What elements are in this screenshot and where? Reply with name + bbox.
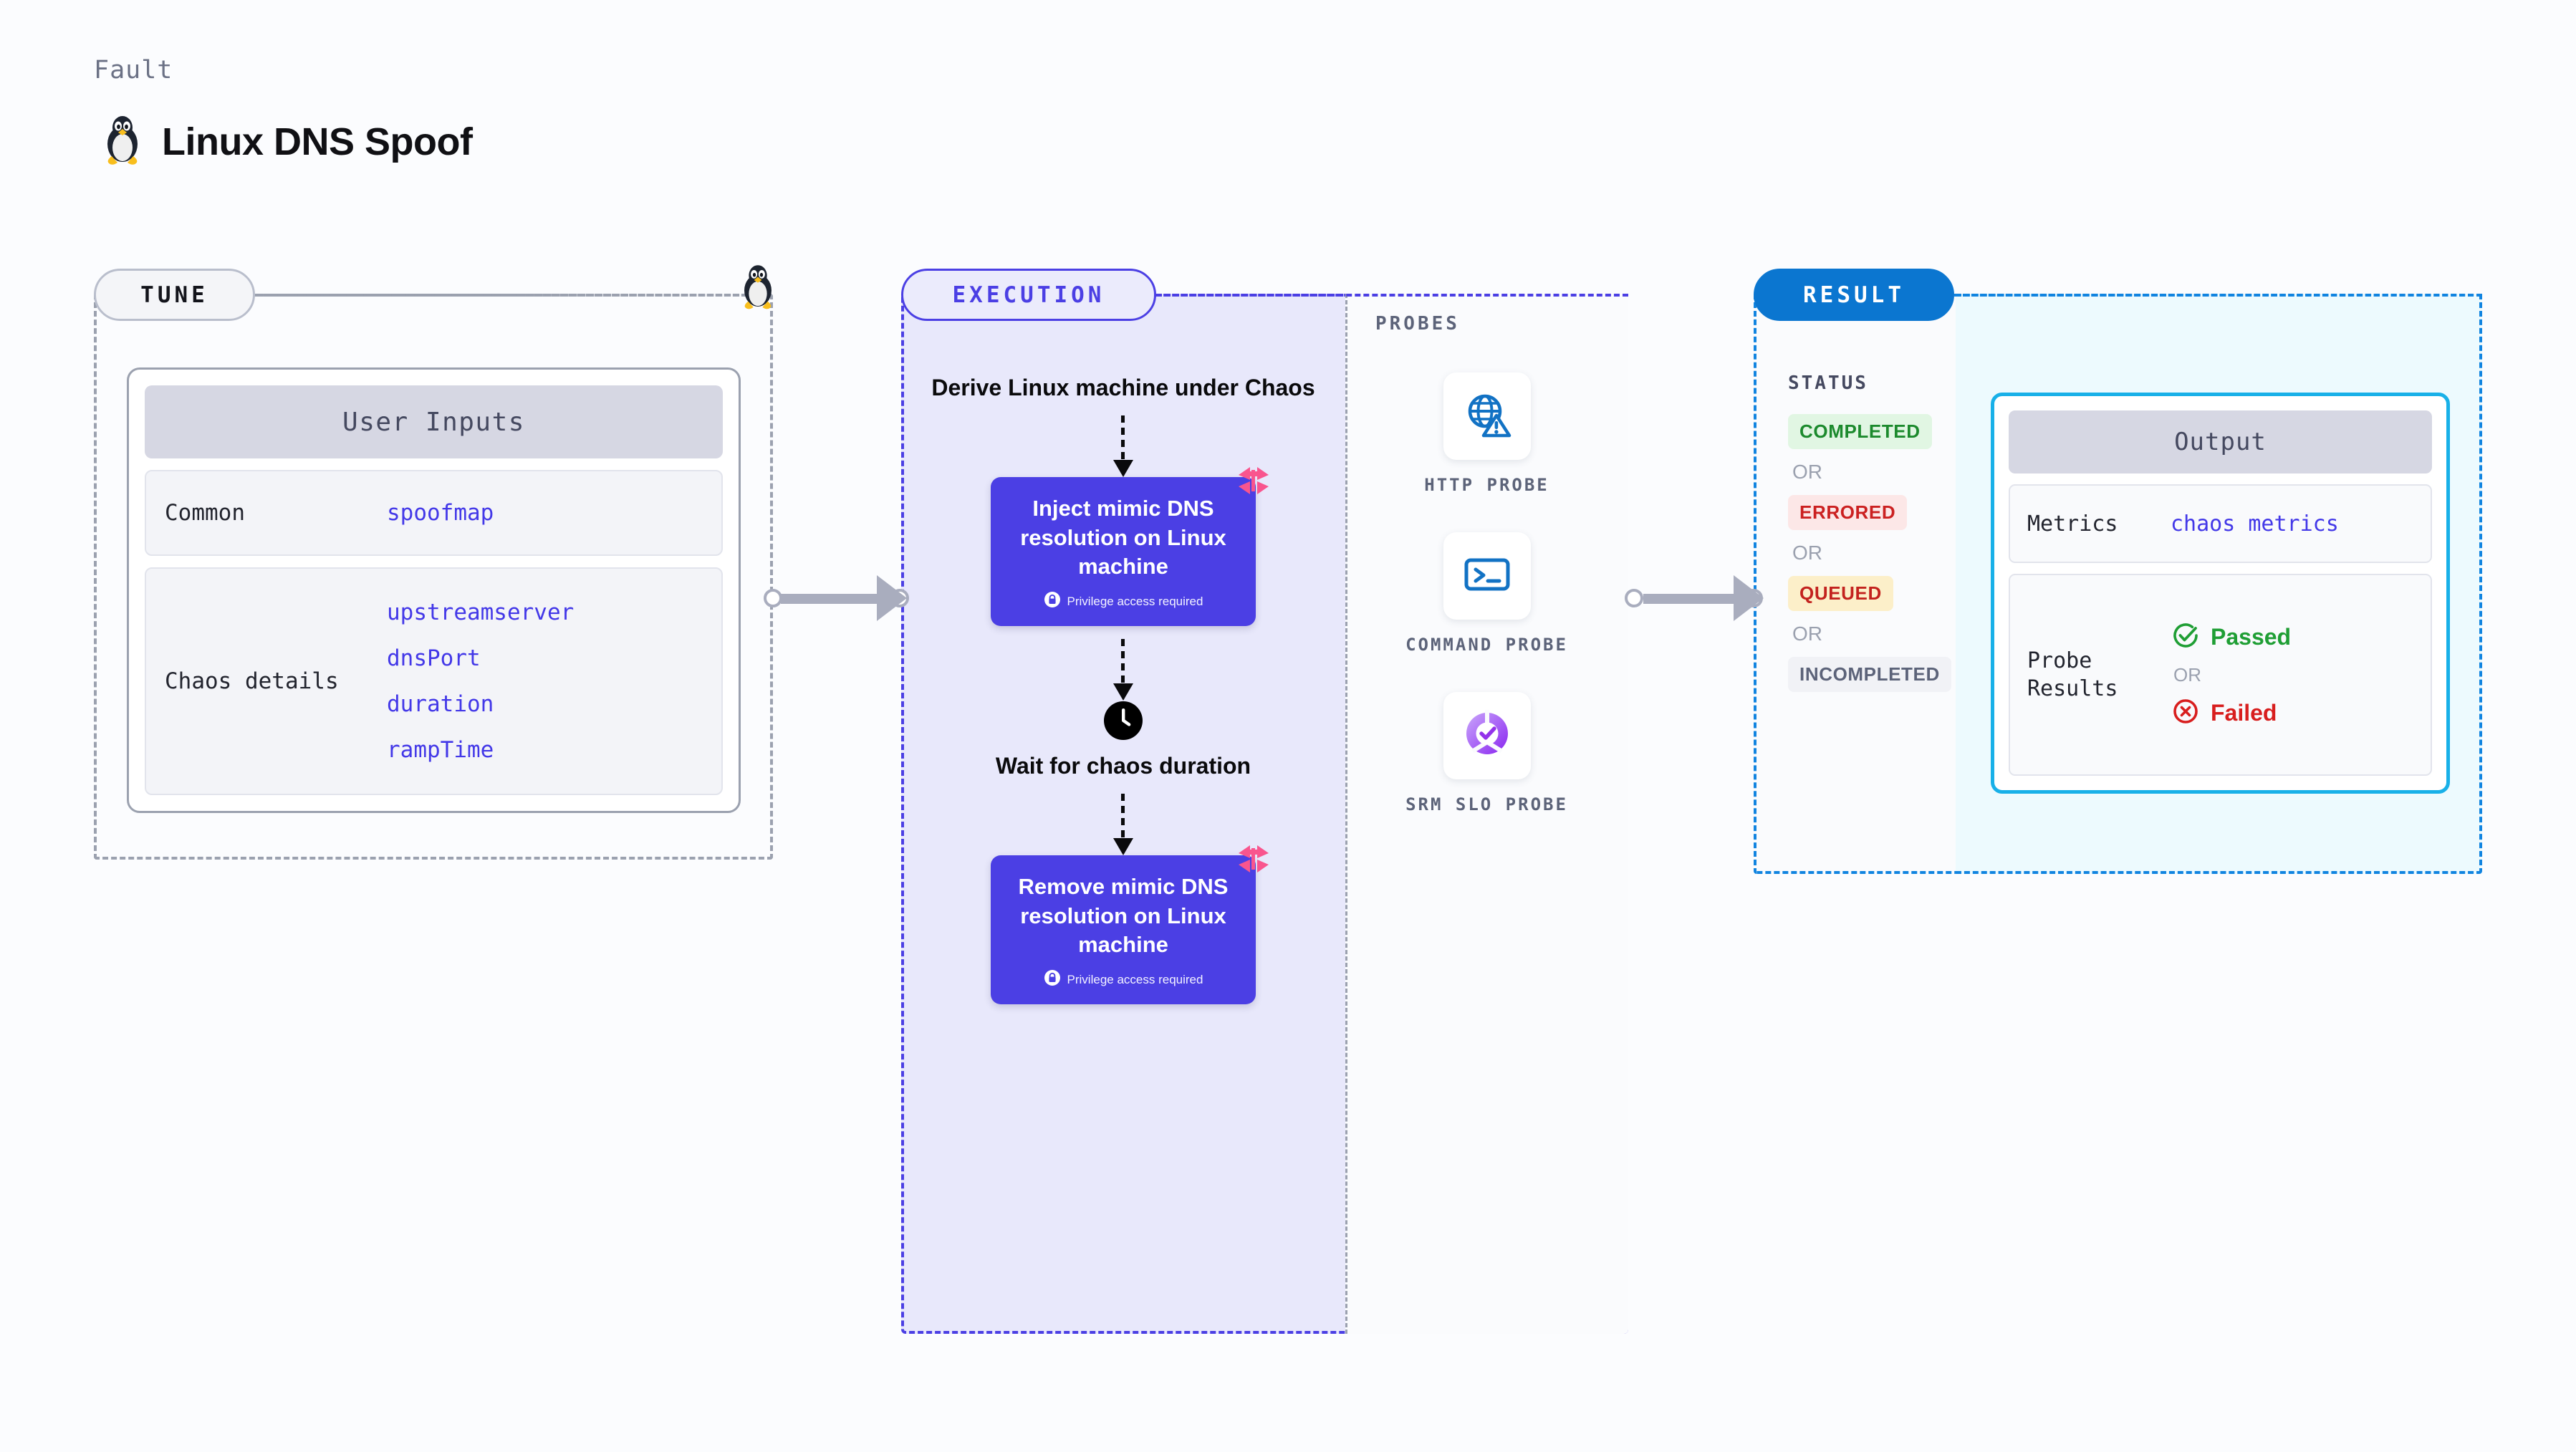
tune-value[interactable]: duration [387, 691, 494, 717]
status-badge-queued: QUEUED [1788, 576, 1893, 611]
probe-label: SRM SLO PROBE [1405, 794, 1568, 814]
execution-leader-line [1156, 294, 1628, 297]
probe-result-failed-label: Failed [2211, 699, 2277, 726]
probe-label: COMMAND PROBE [1405, 634, 1568, 655]
page-title: Linux DNS Spoof [162, 120, 473, 163]
flow-arrow-down [1113, 794, 1133, 856]
tune-row-chaos-details: Chaos details upstreamserver dnsPort dur… [145, 567, 723, 795]
probes-list: HTTP PROBE COMMAND PROBE [1345, 372, 1628, 817]
lock-icon [1044, 591, 1061, 612]
lock-icon [1044, 969, 1061, 990]
linux-penguin-icon [100, 115, 145, 168]
tune-row-values: upstreamserver dnsPort duration rampTime [387, 600, 574, 763]
check-circle-icon [2171, 620, 2201, 654]
execution-step-remove-card[interactable]: Remove mimic DNS resolution on Linux mac… [991, 845, 1269, 1005]
status-label: STATUS [1788, 372, 1868, 394]
user-inputs-card: User Inputs Common spoofmap Chaos detail… [127, 367, 741, 813]
status-or: OR [1792, 622, 1822, 645]
tune-row-common: Common spoofmap [145, 470, 723, 556]
tune-value[interactable]: spoofmap [387, 500, 494, 526]
execution-step-inject-card[interactable]: Inject mimic DNS resolution on Linux mac… [991, 467, 1269, 627]
probe-tile [1443, 372, 1531, 460]
privilege-note: Privilege access required [1067, 972, 1203, 986]
probe-item-http[interactable]: HTTP PROBE [1424, 372, 1549, 498]
execution-card-subtitle: Privilege access required [1006, 591, 1240, 612]
execution-step-derive: Derive Linux machine under Chaos [931, 375, 1315, 400]
output-metrics-value[interactable]: chaos metrics [2171, 511, 2339, 537]
probe-result-passed: Passed [2171, 620, 2291, 654]
status-or: OR [1792, 461, 1822, 483]
user-inputs-title: User Inputs [145, 385, 723, 458]
clock-icon [1103, 701, 1143, 741]
linux-penguin-marker-icon [738, 264, 778, 313]
tune-pill: TUNE [94, 269, 255, 321]
x-circle-icon [2171, 696, 2201, 730]
harness-logo-badge-icon [1236, 463, 1272, 502]
status-list: COMPLETED OR ERRORED OR QUEUED OR INCOMP… [1788, 414, 1951, 692]
flow-arrow-down [1113, 639, 1133, 701]
tune-row-key: Chaos details [165, 668, 339, 694]
tune-leader-line [255, 294, 756, 297]
probe-result-failed: Failed [2171, 696, 2291, 730]
tune-value[interactable]: rampTime [387, 737, 494, 763]
probe-result-or: OR [2173, 663, 2201, 686]
probe-item-srm-slo[interactable]: SRM SLO PROBE [1405, 691, 1568, 817]
status-badge-errored: ERRORED [1788, 495, 1908, 530]
status-badge-completed: COMPLETED [1788, 414, 1932, 449]
probe-tile [1443, 532, 1531, 620]
probe-item-command[interactable]: COMMAND PROBE [1405, 532, 1568, 658]
tune-row-key: Common [165, 499, 245, 526]
result-pill: RESULT [1754, 269, 1954, 321]
privilege-note: Privilege access required [1067, 594, 1203, 608]
execution-card-title: Inject mimic DNS resolution on Linux mac… [1020, 496, 1226, 579]
connector-tune-to-execution [771, 573, 914, 623]
probes-label: PROBES [1375, 313, 1460, 335]
page-eyebrow: Fault [94, 56, 173, 85]
connector-knob [1625, 589, 1643, 607]
output-row-key: Metrics [2027, 511, 2118, 537]
output-row-key: Probe Results [2027, 648, 2118, 701]
probe-result-options: Passed OR Failed [2171, 620, 2291, 730]
status-badge-incompleted: INCOMPLETED [1788, 657, 1951, 692]
output-title: Output [2009, 410, 2432, 473]
slo-donut-check-icon [1460, 706, 1514, 764]
flow-arrow-down [1113, 415, 1133, 478]
output-card: Output Metrics chaos metrics Probe Resul… [1991, 393, 2450, 794]
tune-value[interactable]: dnsPort [387, 645, 481, 671]
execution-step-wait: Wait for chaos duration [995, 753, 1251, 779]
probes-region [1345, 294, 1628, 1334]
result-leader-line [1954, 294, 2482, 297]
tune-value[interactable]: upstreamserver [387, 600, 575, 625]
execution-card-subtitle: Privilege access required [1006, 969, 1240, 990]
connector-knob [764, 589, 782, 607]
connector-execution-to-result [1633, 573, 1769, 623]
probe-label: HTTP PROBE [1424, 475, 1549, 495]
globe-warning-icon [1461, 388, 1514, 445]
status-or: OR [1792, 542, 1822, 564]
tune-row-values: spoofmap [387, 500, 494, 526]
execution-card-title: Remove mimic DNS resolution on Linux mac… [1018, 874, 1229, 957]
probe-tile [1443, 691, 1531, 779]
probe-result-passed-label: Passed [2211, 623, 2292, 650]
page-title-row: Linux DNS Spoof [100, 115, 473, 168]
output-row-metrics: Metrics chaos metrics [2009, 484, 2432, 563]
harness-logo-badge-icon [1236, 841, 1272, 880]
terminal-icon [1461, 547, 1514, 604]
execution-pill: EXECUTION [901, 269, 1156, 321]
output-row-probe-results: Probe Results Passed OR [2009, 574, 2432, 776]
execution-flow: Derive Linux machine under Chaos Inject … [901, 372, 1345, 1005]
